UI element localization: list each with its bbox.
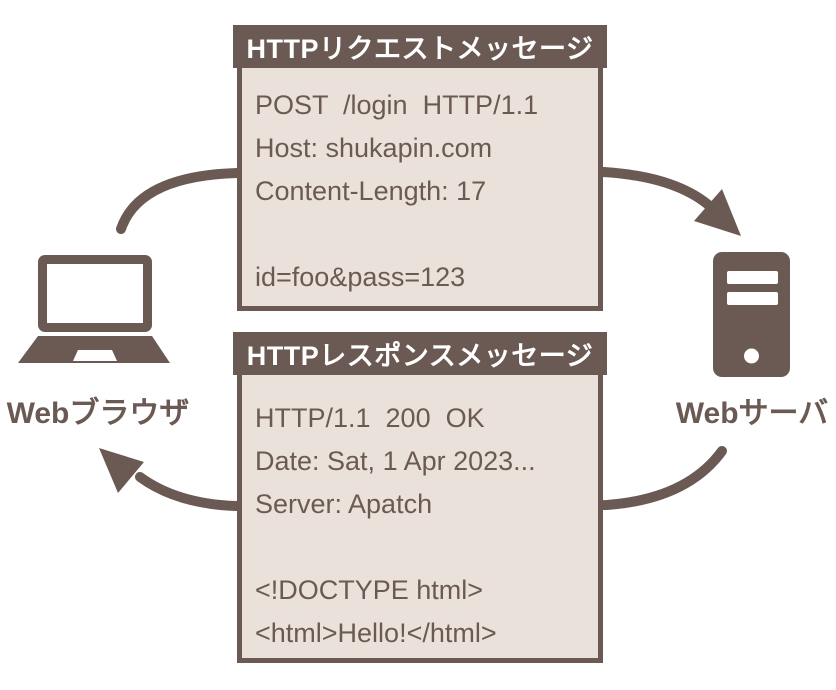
server-drive-bay-2 [727,292,778,305]
response-arrow [99,446,727,512]
http-request-box: HTTPリクエストメッセージ POST /login HTTP/1.1 Host… [233,25,607,311]
response-line: Date: Sat, 1 Apr 2023... [255,446,536,476]
server-power-button [744,348,759,364]
laptop-screen-display [47,264,143,323]
server-tower-icon [713,252,790,377]
laptop-notch [73,350,117,361]
server-drive-bay-1 [727,271,778,284]
request-box-title: HTTPリクエストメッセージ [233,25,607,68]
request-box-body: POST /login HTTP/1.1 Host: shukapin.com … [237,68,603,311]
response-arrowhead-icon [99,448,144,493]
response-line-blank [255,526,585,569]
request-line: POST /login HTTP/1.1 [255,90,539,120]
response-line: <!DOCTYPE html> [255,575,484,605]
request-line: Host: shukapin.com [255,133,493,163]
request-line: Content-Length: 17 [255,176,487,206]
response-line: HTTP/1.1 200 OK [255,403,485,433]
server-label: Webサーバ [675,397,829,430]
response-line: <html>Hello!</html> [255,618,497,648]
browser-label: Webブラウザ [6,397,190,430]
response-line: Server: Apatch [255,489,433,519]
request-arrowhead-icon [694,189,741,236]
request-line-blank [255,213,585,256]
request-line: id=foo&pass=123 [255,262,466,292]
laptop-icon [18,255,170,363]
response-box-title: HTTPレスポンスメッセージ [233,332,607,375]
response-arrow-line [135,446,727,512]
response-box-body: HTTP/1.1 200 OK Date: Sat, 1 Apr 2023...… [237,375,603,663]
http-response-box: HTTPレスポンスメッセージ HTTP/1.1 200 OK Date: Sat… [233,332,607,663]
laptop-base [18,336,170,363]
